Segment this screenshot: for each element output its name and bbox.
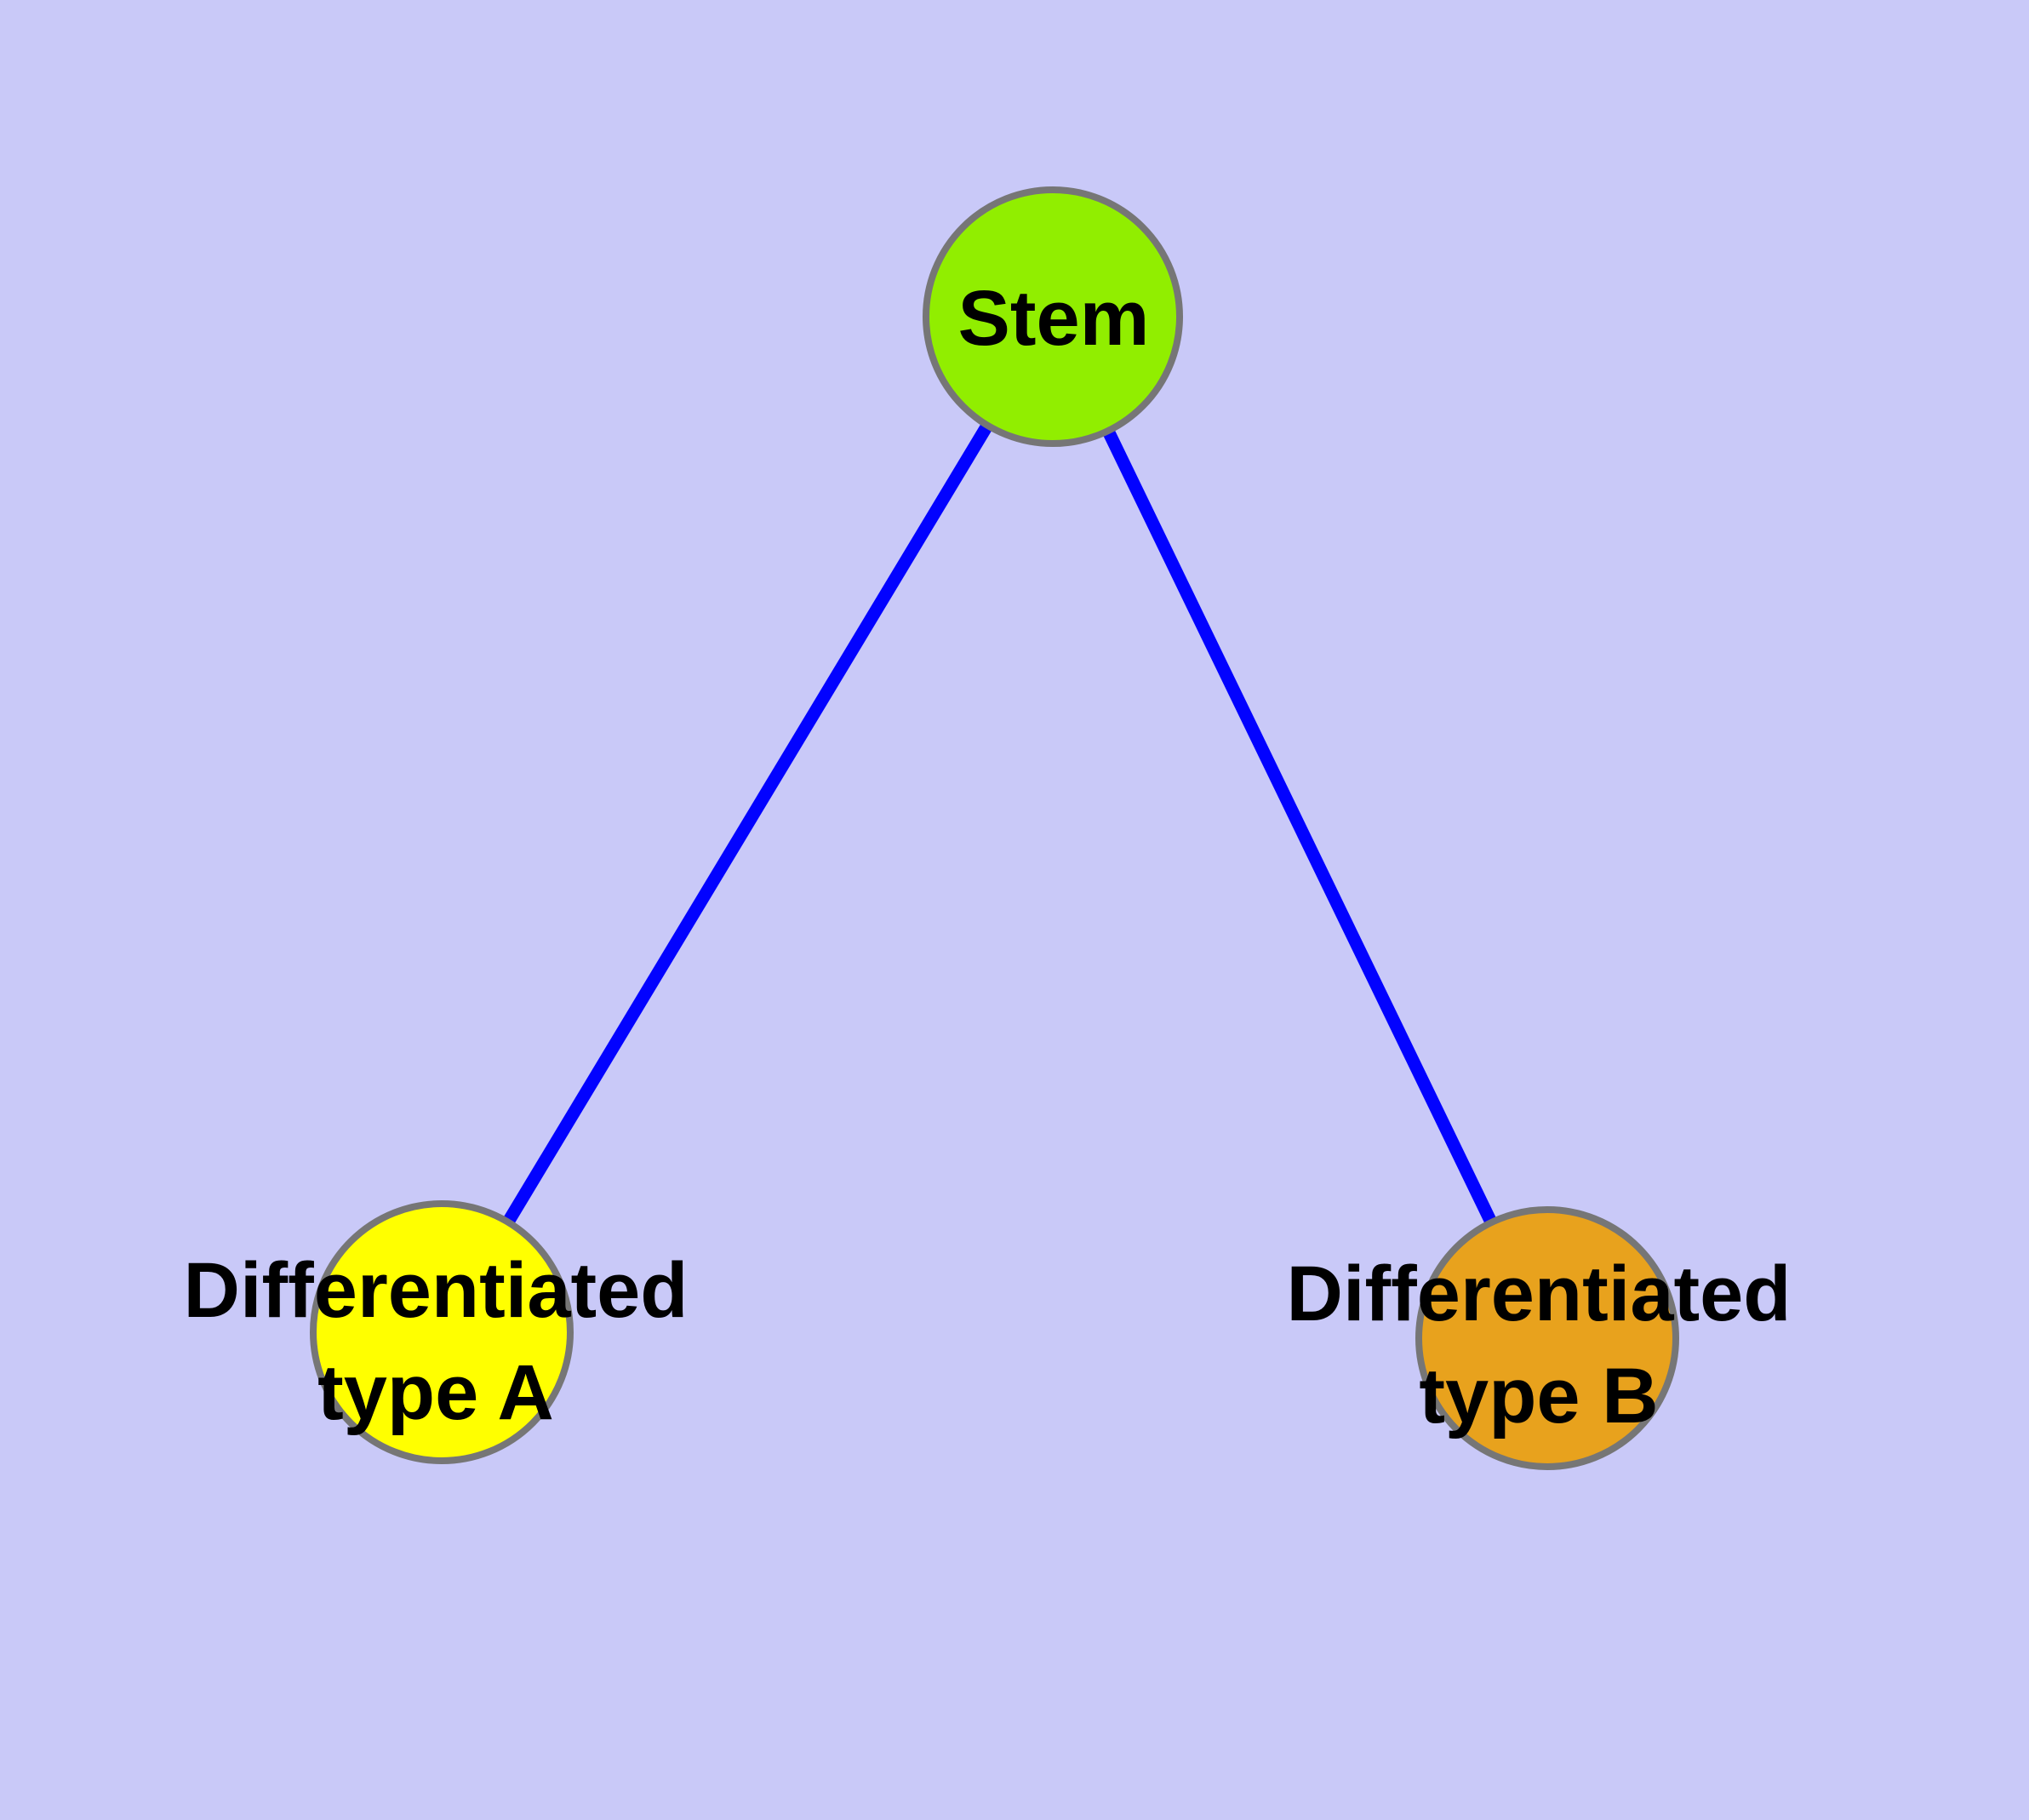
node-stem-label: Stem xyxy=(958,275,1150,362)
node-stem[interactable] xyxy=(923,186,1183,447)
edge-stem-to-type-a xyxy=(436,313,1059,1336)
edge-stem-to-type-b xyxy=(1047,313,1553,1342)
node-type-b[interactable] xyxy=(1415,1206,1679,1470)
node-type-a[interactable] xyxy=(310,1200,574,1464)
node-type-b-label-line2: type B xyxy=(1419,1353,1658,1439)
node-type-a-label-line1: Differentiated xyxy=(184,1247,689,1334)
node-type-b-label-line1: Differentiated xyxy=(1287,1251,1792,1337)
node-type-a-label-line2: type A xyxy=(317,1349,554,1436)
